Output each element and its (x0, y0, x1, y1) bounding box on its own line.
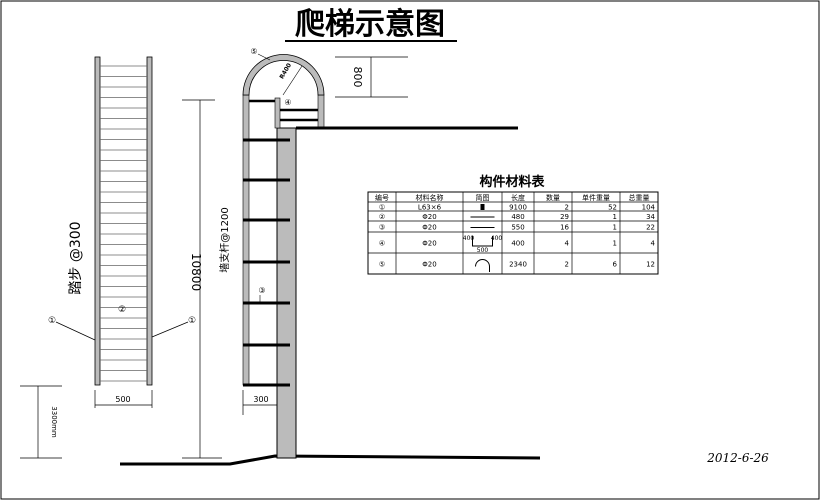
table-header: 长度 (511, 193, 525, 202)
right-rail (146, 56, 153, 386)
table-header: 简图 (476, 193, 490, 202)
ground-line (120, 454, 541, 466)
height-dim: 10800 (189, 253, 203, 291)
table-cell-qty: 4 (565, 240, 570, 248)
table-cell-total_weight: 12 (646, 261, 655, 269)
table-cell-qty: 2 (565, 261, 569, 269)
sketch-u-bar-icon (472, 236, 493, 247)
table-cell-no: ⑤ (379, 261, 385, 269)
rail-marker-left: ① (48, 316, 56, 326)
table-header: 编号 (375, 193, 389, 202)
table-cell-unit_weight: 1 (613, 240, 617, 248)
table-cell-length: 480 (511, 213, 524, 221)
left-rail (94, 56, 101, 386)
table-cell-material: Φ20 (422, 224, 436, 232)
marker-4: ④ (284, 98, 291, 107)
offset-dim: 300 (253, 395, 268, 404)
table-cell-material: Φ20 (422, 261, 436, 269)
cage-arch (242, 54, 325, 96)
table-cell-no: ③ (379, 224, 385, 232)
table-cell-material: L63×6 (418, 204, 442, 212)
table-cell-total_weight: 104 (642, 204, 656, 212)
table-title: 构件材料表 (479, 174, 545, 190)
table-header: 材料名称 (416, 193, 444, 202)
width-dim: 500 (115, 395, 130, 404)
table-cell-qty: 2 (565, 204, 569, 212)
table-cell-qty: 29 (560, 213, 569, 221)
table-cell-length: 9100 (509, 204, 527, 212)
table-cell-unit_weight: 6 (613, 261, 618, 269)
table-cell-material: Φ20 (422, 213, 436, 221)
table-cell-no: ④ (379, 240, 385, 248)
sketch-arc-icon (475, 259, 490, 272)
wall (276, 127, 297, 459)
marker-3: ③ (258, 286, 265, 295)
marker-5: ⑤ (250, 47, 257, 56)
page-title: 爬梯示意图 (295, 7, 445, 42)
table-cell-no: ① (379, 204, 385, 212)
front-view: 踏步 @300 ② ① ① 500 10800 3300mm (20, 56, 222, 459)
rail-marker-right: ① (188, 316, 196, 326)
table-header: 总重量 (629, 193, 650, 202)
table-cell-total_weight: 4 (651, 240, 656, 248)
table-cell-length: 400 (511, 240, 524, 248)
rungs (100, 65, 147, 382)
table-cell-unit_weight: 1 (613, 213, 617, 221)
radius-label: R400 (278, 62, 293, 80)
cage-height-dim: 800 (351, 67, 364, 88)
brace-label: 墙支杆@1200 (218, 207, 231, 272)
table-cell-length: 2340 (509, 261, 527, 269)
side-view: 墙支杆@1200 ③ ④ ⑤ R400 800 300 (218, 47, 518, 459)
sketch-dim: 500 (477, 247, 489, 254)
table-cell-qty: 16 (560, 224, 569, 232)
rung-marker: ② (118, 305, 126, 315)
step-label: 踏步 @300 (68, 221, 84, 294)
table-cell-unit_weight: 52 (608, 204, 617, 212)
table-cell-material: Φ20 (422, 240, 436, 248)
wall-braces (243, 138, 290, 387)
sketch-dim: 400 (491, 235, 503, 242)
date: 2012-6-26 (706, 451, 769, 465)
table-cell-total_weight: 22 (646, 224, 655, 232)
table-cell-no: ② (379, 213, 385, 221)
table-header: 数量 (546, 193, 560, 202)
table-header: 单件重量 (582, 193, 610, 202)
sketch-angle-icon (480, 204, 485, 210)
table-cell-unit_weight: 1 (613, 224, 617, 232)
table-cell-total_weight: 34 (646, 213, 655, 221)
table-cell-length: 550 (511, 224, 524, 232)
material-table: 构件材料表 编号 材料名称 简图 长度 数量 单件重量 总重量 ① L63×6 9100 2 52 10… (367, 174, 659, 275)
bottom-dim: 3300mm (50, 406, 58, 438)
sketch-dim: 400 (463, 235, 475, 242)
